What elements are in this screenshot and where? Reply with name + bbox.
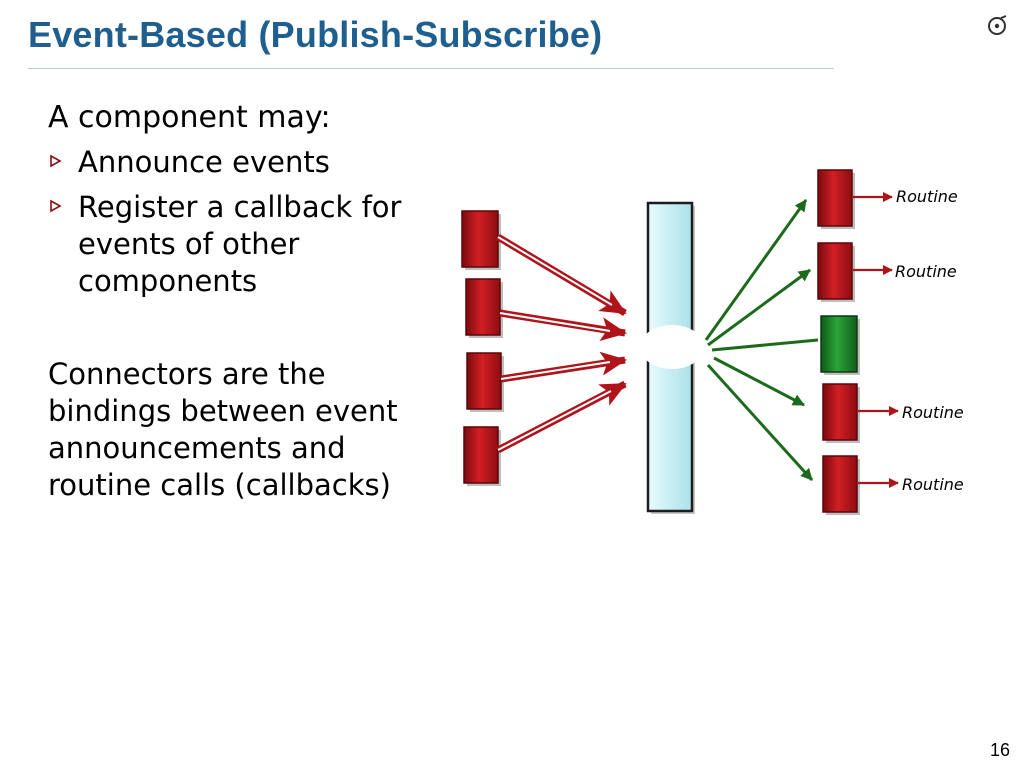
subscriber-component-active [820, 315, 860, 375]
connector-paragraph: Connectors are the bindings between even… [48, 357, 398, 502]
chevron-bullet-icon [50, 199, 62, 213]
routine-label: Routine [902, 403, 964, 422]
announce-arrow [499, 309, 627, 342]
announce-arrow [496, 380, 627, 454]
slide-title: Event-Based (Publish-Subscribe) [28, 14, 603, 55]
logo-icon [988, 15, 1007, 35]
subscriber-component [817, 169, 855, 229]
subscriber-component [822, 455, 860, 515]
notify-arrow [713, 356, 805, 407]
chevron-bullet-icon [50, 154, 62, 168]
bullet-label: Register a callback for events of other … [78, 190, 402, 298]
bullet-list: Announce events Register a callback for … [48, 144, 408, 308]
routine-label: Routine [896, 187, 958, 206]
routine-label: Routine [902, 475, 964, 494]
announce-arrow [496, 233, 627, 317]
announce-arrow [500, 351, 627, 383]
event-bus [640, 201, 704, 514]
notify-arrows [704, 199, 819, 482]
routine-arrows [853, 192, 899, 488]
title-divider [28, 68, 834, 69]
bus-dispatch-point [640, 325, 704, 369]
notify-arrow [707, 268, 811, 347]
publisher-component [465, 278, 503, 338]
bullet-item: Announce events [48, 144, 408, 181]
intro-text: A component may: [48, 100, 331, 135]
subscriber-component [817, 242, 855, 302]
notify-arrow [706, 363, 814, 482]
bullet-item: Register a callback for events of other … [48, 189, 408, 300]
subscriber-component [822, 383, 860, 443]
publisher-component [461, 210, 501, 270]
notify-arrow [704, 199, 808, 341]
bullet-label: Announce events [78, 145, 330, 179]
page-number: 16 [989, 740, 1010, 760]
publish-subscribe-diagram: Routine Routine Routine Routine [461, 169, 964, 515]
publisher-components [461, 210, 504, 486]
routine-label: Routine [895, 262, 957, 281]
publisher-component [466, 352, 504, 412]
notify-arrow [711, 338, 819, 352]
announce-arrows [496, 233, 627, 454]
subscriber-components [817, 169, 860, 515]
publisher-component [463, 426, 501, 486]
